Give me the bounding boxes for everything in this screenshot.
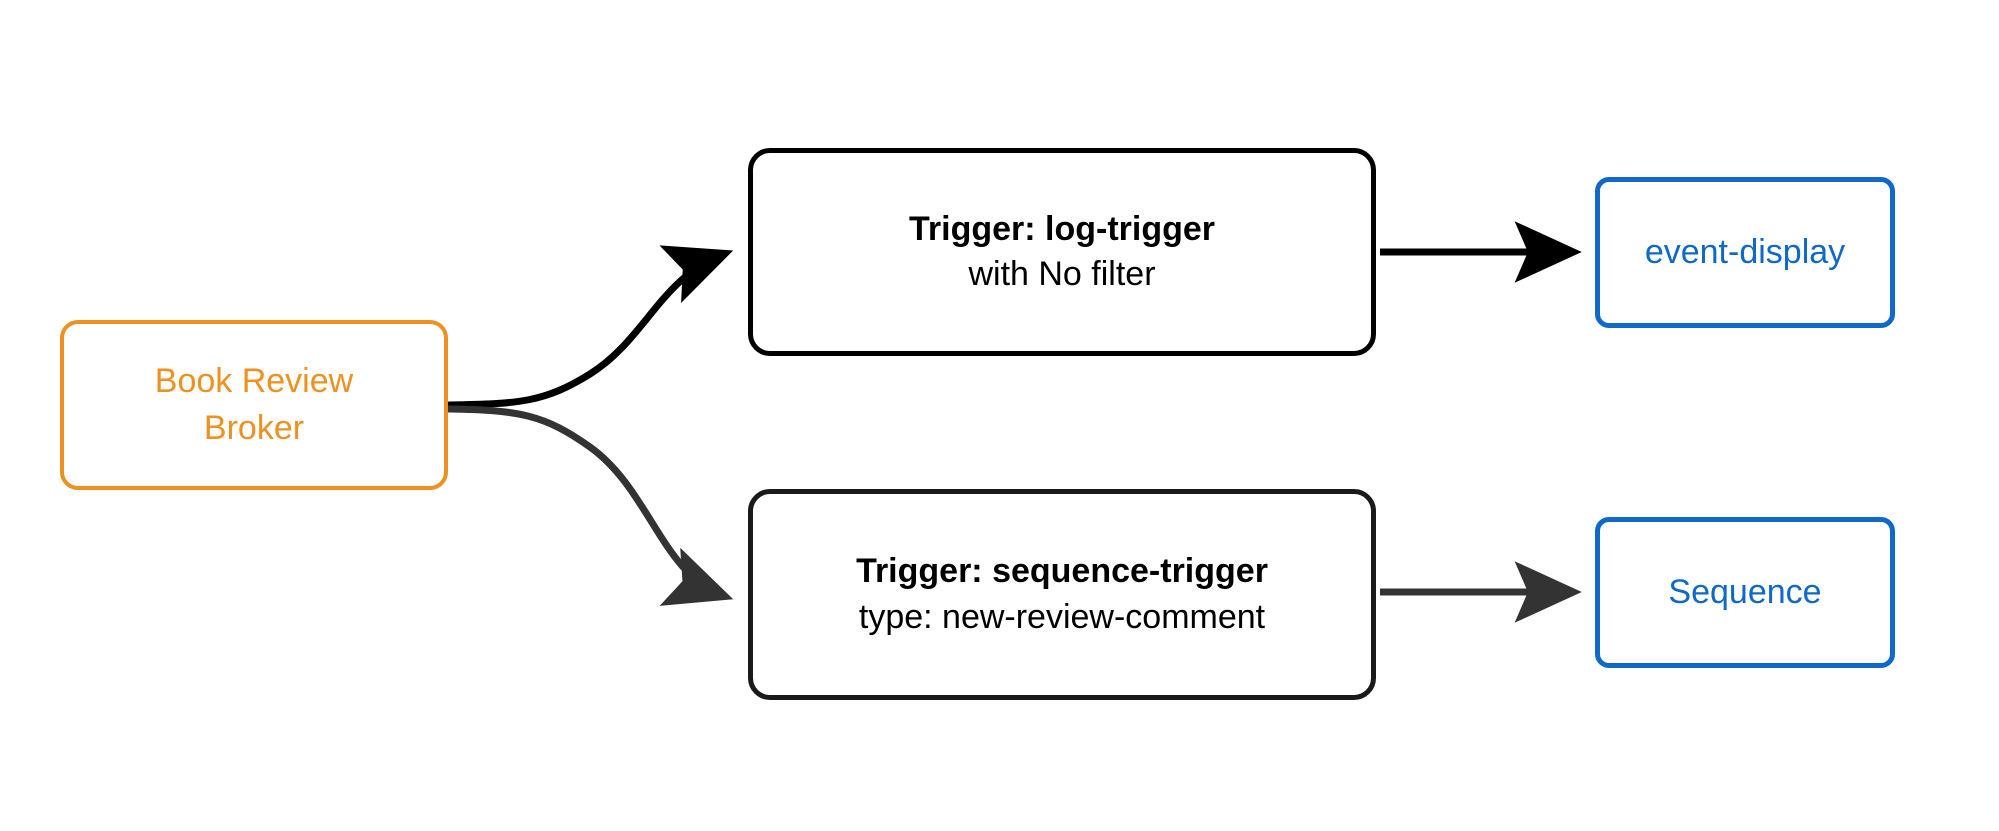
node-trigger-sequence-trigger[interactable]: Trigger: sequence-trigger type: new-revi… bbox=[748, 489, 1376, 700]
node-trigger-log-trigger[interactable]: Trigger: log-trigger with No filter bbox=[748, 148, 1376, 356]
node-sink-event-display[interactable]: event-display bbox=[1595, 177, 1895, 328]
trigger-sequence-title: Trigger: sequence-trigger bbox=[856, 552, 1268, 591]
trigger-sequence-subtitle: type: new-review-comment bbox=[858, 597, 1266, 636]
broker-label-line-1: Book Review bbox=[154, 362, 354, 401]
broker-label-line-2: Broker bbox=[203, 409, 305, 447]
edge-broker-to-sequence-trigger bbox=[445, 405, 734, 606]
edge-broker-to-log-trigger bbox=[445, 245, 734, 409]
sink-sequence-label: Sequence bbox=[1668, 572, 1822, 611]
sink-event-display-label: event-display bbox=[1644, 232, 1846, 271]
node-sink-sequence[interactable]: Sequence bbox=[1595, 517, 1895, 668]
trigger-log-subtitle: with No filter bbox=[968, 255, 1156, 293]
node-book-review-broker[interactable]: Book Review Broker bbox=[60, 320, 448, 490]
trigger-log-title: Trigger: log-trigger bbox=[909, 209, 1215, 248]
